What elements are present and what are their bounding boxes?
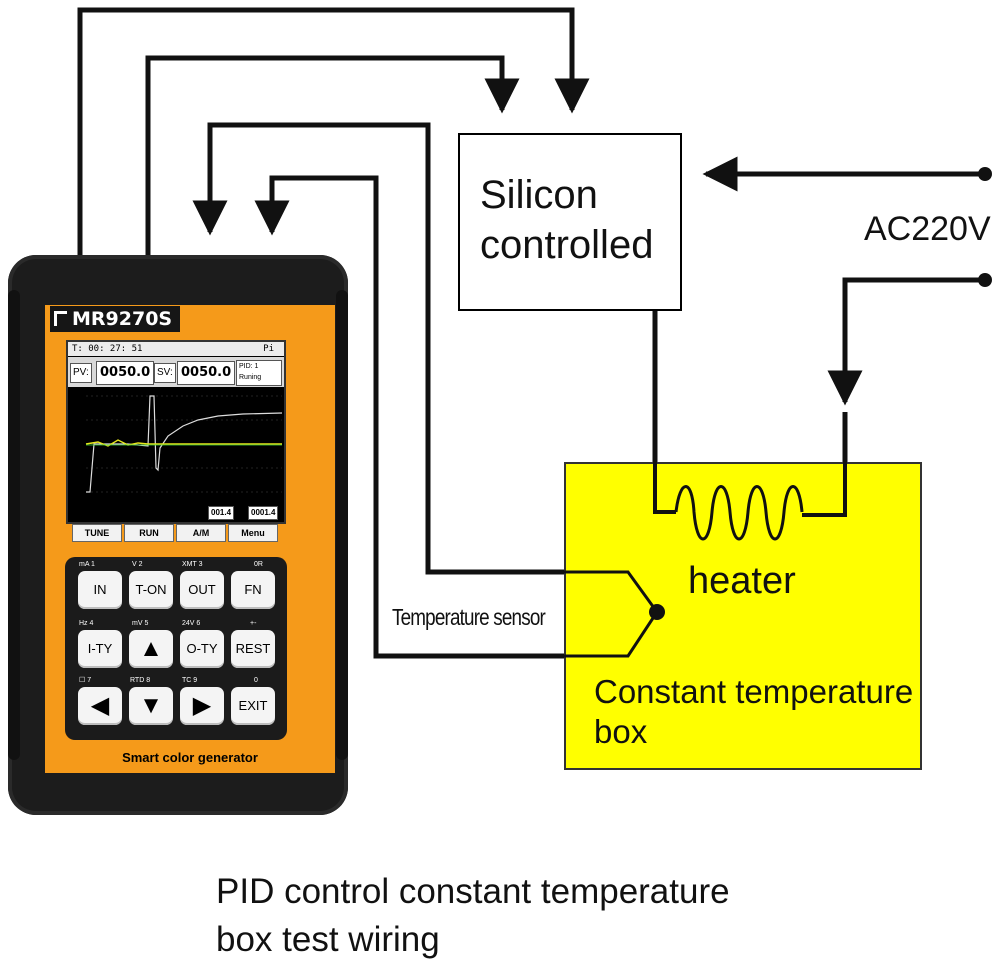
key-sub-in: mA 1 [79, 561, 95, 568]
out-label: OUT: [184, 507, 203, 516]
pid-status-line-1: PID: 1 [239, 363, 259, 370]
pid-status: PID: 1 Runing [236, 360, 282, 386]
key-sub-o-ty: 24V 6 [182, 620, 201, 627]
trend-plot [85, 395, 283, 493]
wire-device-to-scr-a [77, 7, 590, 255]
wire-device-to-scr-b [145, 55, 520, 255]
sv-value[interactable]: 0050.0 [177, 361, 236, 385]
out-value-2: 0001.4 [248, 506, 279, 520]
caption: PID control constant temperature box tes… [216, 868, 730, 964]
key-sub-i-ty: Hz 4 [79, 620, 94, 627]
key-left-arrow[interactable]: ◀ [78, 687, 122, 725]
wire-sensor-a [192, 122, 628, 575]
pv-label: PV: [70, 363, 92, 383]
key-i-ty[interactable]: I-TY [78, 630, 122, 668]
power-label: AC220V [864, 210, 991, 248]
ct-label-line-2: box [594, 713, 648, 750]
key-in[interactable]: IN [78, 571, 122, 609]
device-model-name: MR9270S [72, 308, 173, 330]
caption-line-2: box test wiring [216, 920, 440, 959]
key-sub-fn: 0R [254, 561, 263, 568]
sv-label: SV: [154, 363, 176, 383]
key-o-ty[interactable]: O-TY [180, 630, 224, 668]
out-value: 001.4 [208, 506, 235, 520]
key-out[interactable]: OUT [180, 571, 224, 609]
pv-value: 0050.0 [96, 361, 155, 385]
softkey-tune[interactable]: TUNE [72, 524, 122, 542]
device-model: MR9270S [50, 306, 181, 332]
key-fn[interactable]: FN [231, 571, 275, 609]
silicon-controlled-line-2: controlled [480, 223, 654, 267]
device-footer: Smart color generator [122, 750, 258, 765]
trend-output-line [86, 395, 283, 493]
device-bumper-left [8, 290, 20, 760]
key-up-arrow[interactable]: ▲ [129, 630, 173, 668]
wire-sensor-b [254, 175, 622, 659]
model-logo-icon [54, 311, 67, 326]
key-t-on[interactable]: T-ON [129, 571, 173, 609]
pid-status-line-2: Runing [239, 374, 262, 381]
key-sub-right: TC 9 [182, 677, 198, 684]
key-sub-out: XMT 3 [182, 561, 203, 568]
softkey-am[interactable]: A/M [176, 524, 226, 542]
key-sub-exit: 0 [254, 677, 258, 684]
softkey-run[interactable]: RUN [124, 524, 174, 542]
out-unit: % [238, 507, 246, 516]
key-rest[interactable]: REST [231, 630, 275, 668]
silicon-controlled-line-1: Silicon [480, 173, 598, 217]
wire-ac-to-heater [827, 277, 985, 406]
screen-indicator: Pi [263, 344, 274, 354]
silicon-controlled-box [458, 133, 682, 311]
output-row: OUT: 001.4 % 0001.4 [66, 506, 284, 520]
ct-label-line-1: Constant temperature [594, 673, 914, 710]
key-down-arrow[interactable]: ▼ [129, 687, 173, 725]
device-bumper-right [336, 290, 348, 760]
ac-terminal-top [978, 167, 992, 181]
temperature-sensor-label: Temperature sensor [392, 604, 546, 630]
screen-time: T: 00: 27: 51 [72, 344, 143, 354]
key-right-arrow[interactable]: ▶ [180, 687, 224, 725]
softkey-menu[interactable]: Menu [228, 524, 278, 542]
key-sub-left: ☐ 7 [79, 677, 92, 684]
key-exit[interactable]: EXIT [231, 687, 275, 725]
screen-values-row: PV: 0050.0 SV: 0050.0 PID: 1 Runing [68, 357, 284, 387]
key-sub-rest: +- [250, 620, 257, 627]
caption-line-1: PID control constant temperature [216, 872, 730, 911]
device-screen: T: 00: 27: 51 Pi PV: 0050.0 SV: 0050.0 P… [66, 340, 286, 524]
heater-label: heater [688, 560, 796, 602]
constant-temperature-label: Constant temperature box [594, 672, 913, 752]
key-sub-down: RTD 8 [130, 677, 151, 684]
silicon-controlled-label: Silicon controlled [480, 170, 653, 270]
key-sub-up: mV 5 [132, 620, 149, 627]
ac-terminal-bottom [978, 273, 992, 287]
key-sub-t-on: V 2 [132, 561, 143, 568]
screen-status-bar: T: 00: 27: 51 Pi [68, 342, 284, 356]
